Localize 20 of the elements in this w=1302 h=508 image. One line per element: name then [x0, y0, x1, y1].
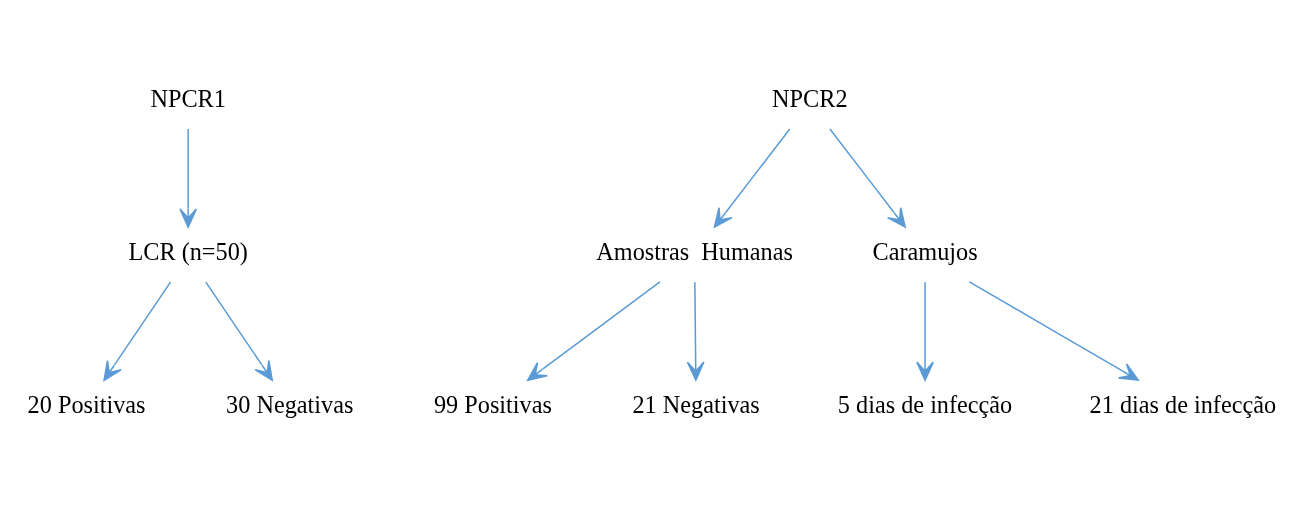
node-text: 21 dias de infecção [1089, 390, 1277, 418]
arrow [713, 127, 791, 228]
arrow [527, 280, 661, 381]
node-text: 99 Positivas [433, 390, 552, 418]
node-text: LCR (n=50) [128, 237, 248, 265]
node-text: NPCR1 [150, 84, 226, 112]
node-text: NPCR2 [772, 84, 848, 112]
arrow [179, 127, 198, 228]
arrow [968, 280, 1139, 381]
arrow [686, 280, 705, 381]
arrow [916, 280, 934, 381]
node-text: 20 Positivas [27, 390, 146, 418]
node-text: Amostras Humanas [596, 237, 793, 265]
node-text: 21 Negativas [632, 390, 760, 418]
arrow [205, 280, 273, 381]
node-text: Caramujos [872, 237, 978, 265]
node-text: 5 dias de infecção [837, 390, 1013, 418]
arrow [829, 127, 906, 228]
arrow [103, 280, 172, 381]
node-text: 30 Negativas [226, 390, 354, 418]
